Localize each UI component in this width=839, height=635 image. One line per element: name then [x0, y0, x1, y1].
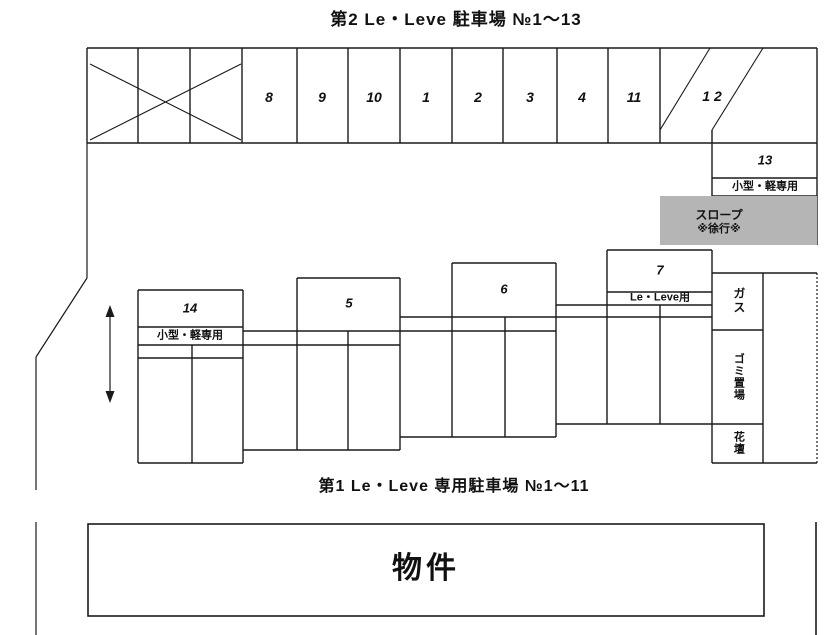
space-11-number: 11: [626, 88, 642, 105]
title-lot2: 第2 Le・Leve 駐車場 №1〜13: [330, 10, 582, 30]
space-6-number: 6: [500, 281, 508, 297]
garbage-label: ゴミ置場: [732, 353, 745, 401]
space-3-number: 3: [526, 88, 534, 105]
space-12-number: 1 2: [702, 87, 722, 104]
space-4-number: 4: [578, 88, 586, 105]
space-14-number: 14: [182, 300, 198, 316]
space-10-number: 10: [366, 88, 382, 105]
space-1-number: 1: [422, 88, 430, 105]
slope-label: スロープ ※徐行※: [695, 207, 743, 235]
arrow-icon: [105, 305, 115, 403]
space-5-number: 5: [345, 295, 353, 311]
space-14-label: 小型・軽専用: [157, 329, 223, 342]
slope-label-line1: スロープ: [695, 207, 743, 222]
slope-area: [660, 196, 817, 245]
space-9-number: 9: [318, 88, 326, 105]
space-2-number: 2: [474, 88, 482, 105]
title-lot1: 第1 Le・Leve 専用駐車場 №1〜11: [318, 477, 590, 495]
space-8-number: 8: [265, 88, 273, 105]
space-13-number: 13: [757, 152, 773, 168]
space-7-label: Le・Leve用: [630, 291, 690, 304]
slope-label-line2: ※徐行※: [697, 222, 741, 235]
property-label: 物件: [392, 551, 460, 585]
space-13-label: 小型・軽専用: [732, 180, 798, 193]
flowerbed-label: 花壇: [732, 431, 745, 455]
space-7-number: 7: [656, 262, 664, 278]
gas-label: ガス: [731, 287, 746, 315]
